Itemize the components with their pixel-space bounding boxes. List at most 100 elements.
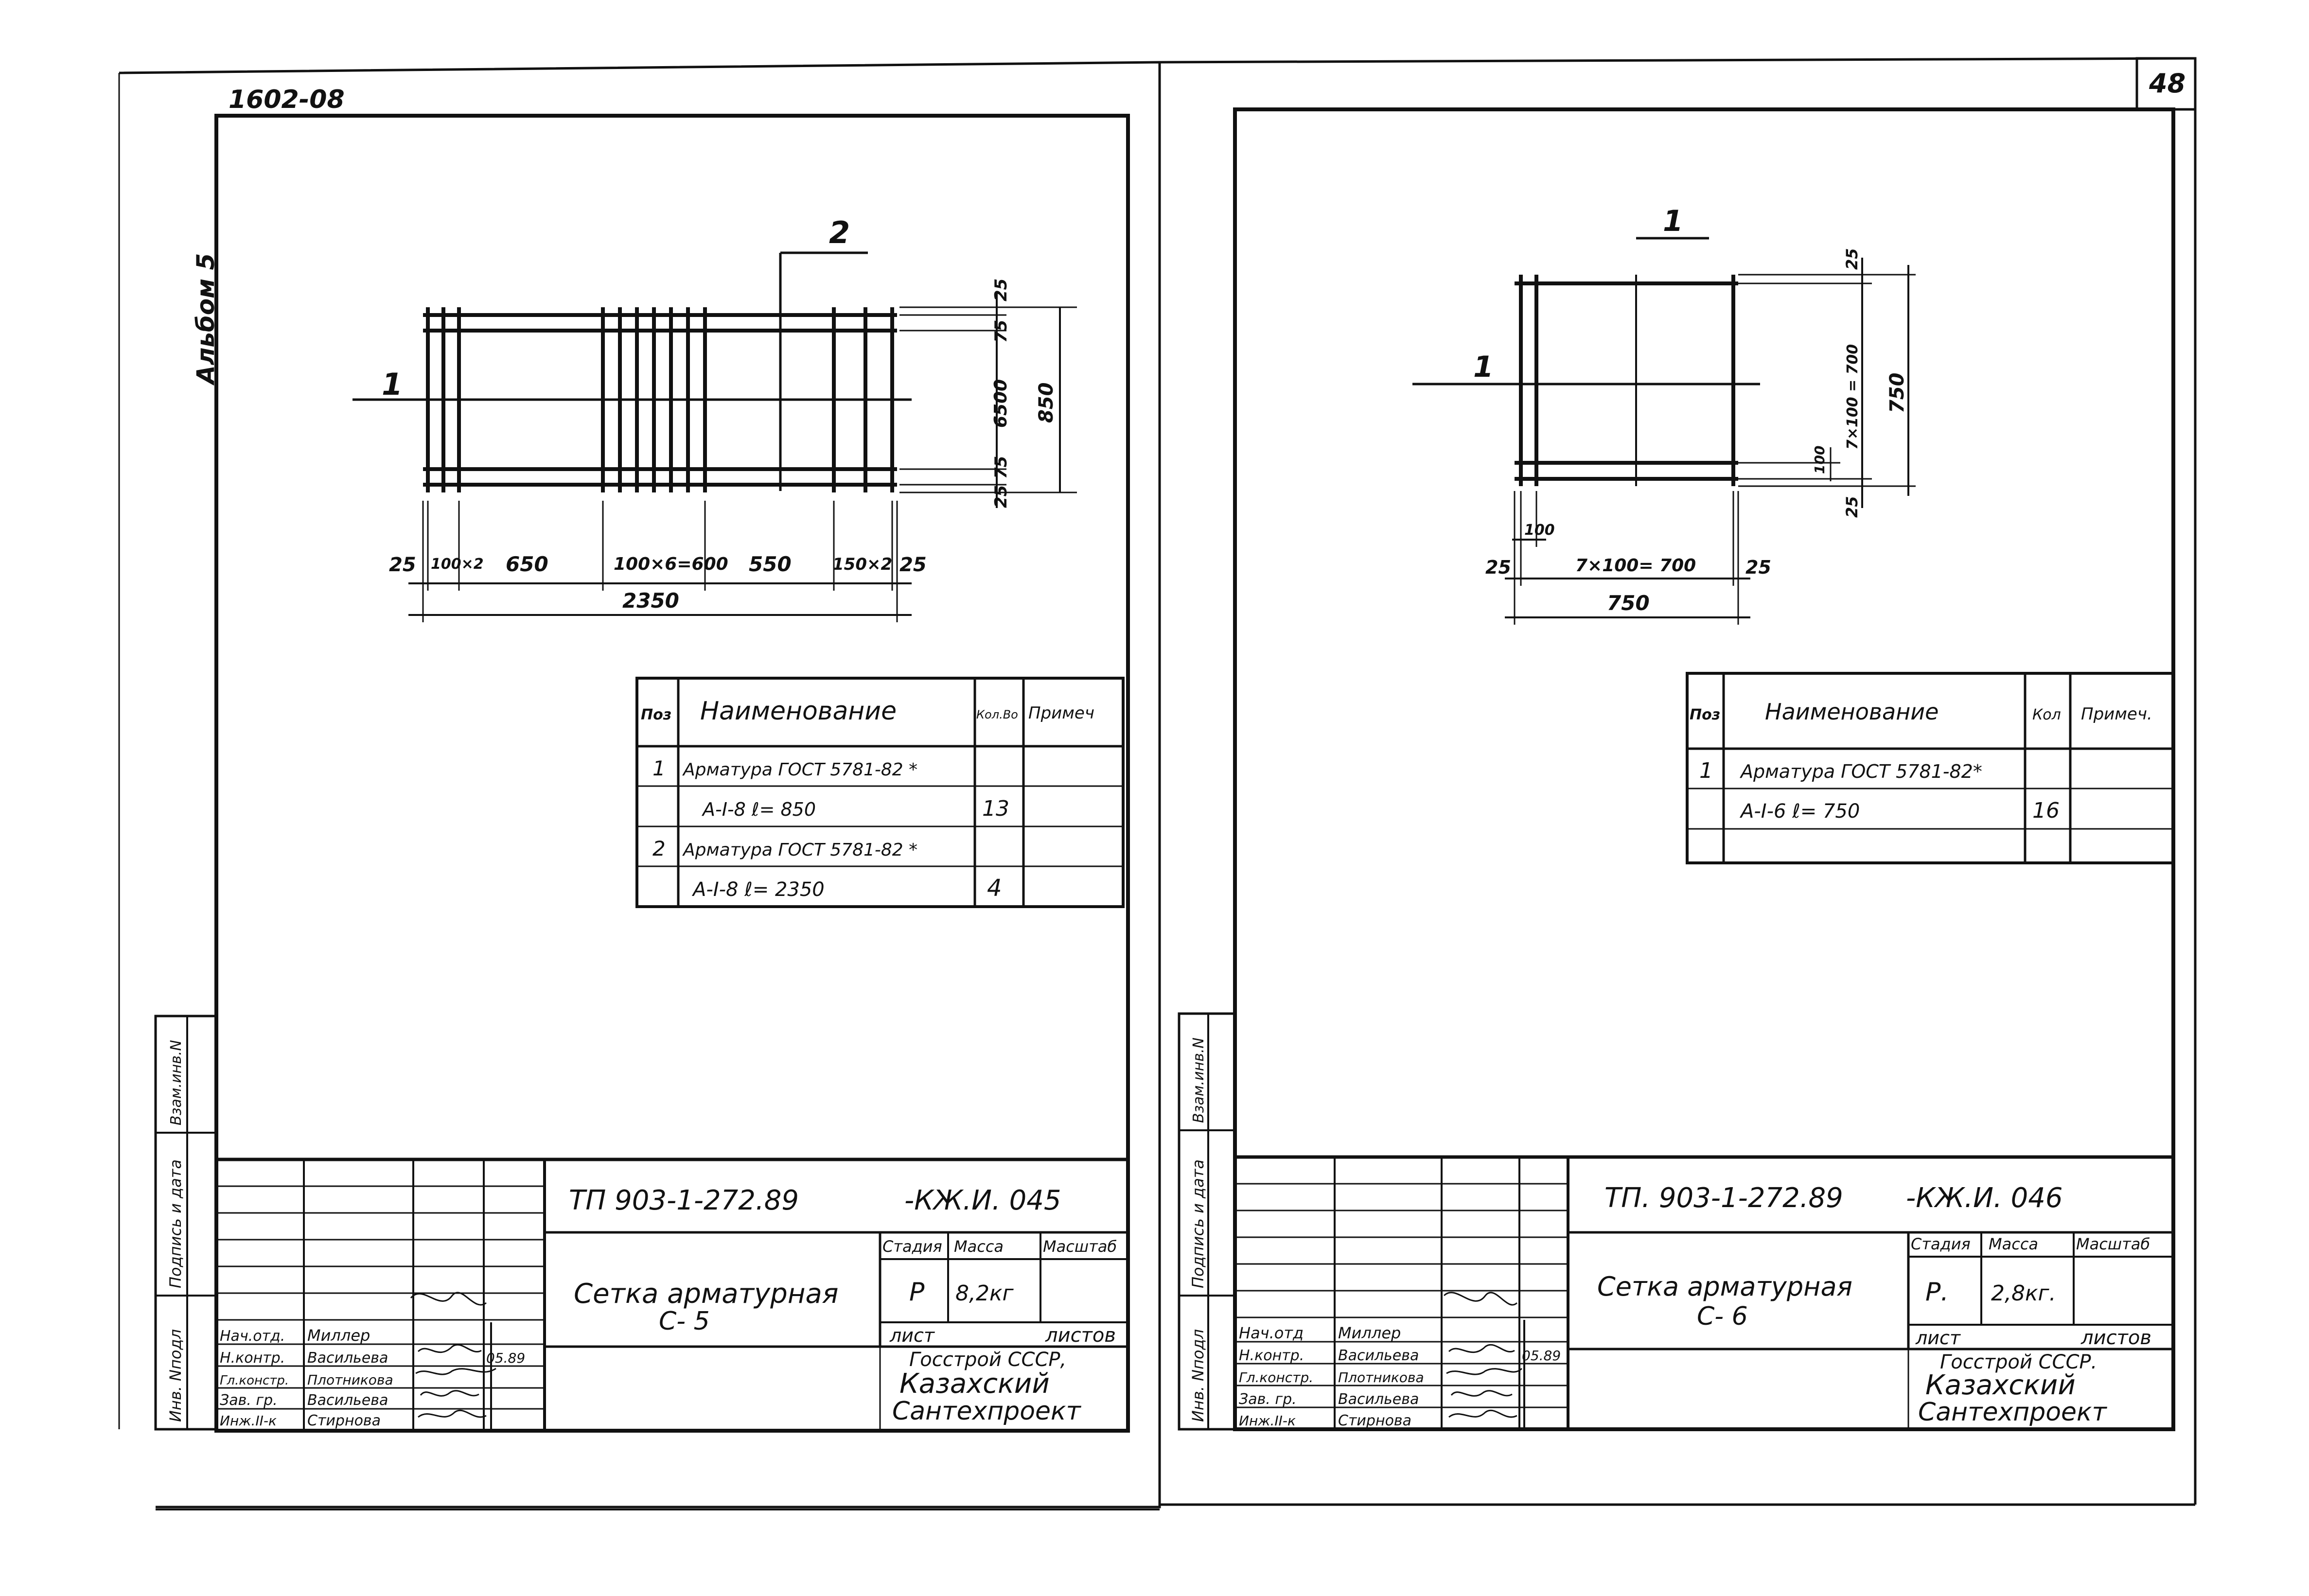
album-label: Альбом 5 xyxy=(192,253,220,386)
side-stamp-sign-r: Подпись и дата xyxy=(1189,1159,1207,1288)
spec-table-c6: Поз Наименование Кол Примеч. 1 Арматура … xyxy=(1686,672,2175,864)
c6-spec-row1-pos: 1 xyxy=(1699,758,1713,783)
c6-dim-r-2: 7×100 = 700 xyxy=(1844,344,1861,450)
c6-spec-row1-name: Арматура ГОСТ 5781-82* xyxy=(1739,761,1982,782)
dim-r-4: 75 xyxy=(991,456,1011,479)
tb-r-role-2: Н.контр. xyxy=(1239,1347,1304,1364)
tb-r-name-1: Миллер xyxy=(1338,1324,1401,1342)
position-1-label: 1 xyxy=(382,367,403,402)
tb-col-mass: Масса xyxy=(954,1237,1004,1256)
spec-row2-qty: 13 xyxy=(982,796,1009,821)
tb-date: 05.89 xyxy=(486,1350,525,1366)
page-number-box xyxy=(2135,57,2197,111)
dim-b-2: 100×2 xyxy=(431,556,484,573)
spec-row1-name: Арматура ГОСТ 5781-82 * xyxy=(682,760,917,780)
spec-row4-qty: 4 xyxy=(987,875,1002,902)
position-2-label: 2 xyxy=(829,215,850,250)
tb-r-code: ТП. 903-1-272.89 xyxy=(1604,1182,1843,1214)
tb-sheets: листов xyxy=(1045,1324,1116,1347)
tb-r-title-2: С- 6 xyxy=(1697,1302,1748,1331)
tb-org-3: Сантехпроект xyxy=(892,1397,1081,1426)
tb-r-role-4: Зав. гр. xyxy=(1239,1391,1297,1408)
c6-dim-r-3: 100 xyxy=(1812,446,1828,474)
mesh-c6-drawing: 1 1 25 7×100 = 700 100 25 750 xyxy=(1412,204,1916,625)
side-stamp-left: Инв. Nподл Подпись и дата Взам.инв.N xyxy=(154,1015,218,1431)
c6-dim-b-total: 750 xyxy=(1607,591,1650,615)
tb-name-4: Васильева xyxy=(307,1392,388,1409)
tb-col-stage: Стадия xyxy=(882,1237,942,1256)
tb-stage: Р xyxy=(909,1278,925,1307)
c6-dim-r-4: 25 xyxy=(1843,496,1861,518)
dim-r-2: 75 xyxy=(991,320,1011,343)
signatures-right xyxy=(1443,1292,1523,1418)
title-block-left: Нач.отд. Миллер Н.контр. Васильева Гл.ко… xyxy=(216,1158,1128,1429)
mesh-c5-drawing: 1 2 25 75 6500 75 25 850 xyxy=(353,215,1077,622)
side-stamp-replace-r: Взам.инв.N xyxy=(1190,1037,1207,1123)
c6-right-dimensions: 25 7×100 = 700 100 25 750 xyxy=(1738,248,1916,518)
tb-r-name-4: Васильева xyxy=(1338,1391,1419,1408)
spec-header-pos: Поз xyxy=(641,706,671,723)
side-stamp-sign: Подпись и дата xyxy=(166,1159,185,1288)
dim-b-7: 25 xyxy=(899,554,927,576)
spec-header-qty: Кол.Во xyxy=(976,708,1018,721)
tb-name-2: Васильева xyxy=(307,1350,388,1367)
tb-org-2: Казахский xyxy=(899,1368,1050,1400)
side-stamp-replace: Взам.инв.N xyxy=(168,1040,185,1125)
dim-b-4: 100×6=600 xyxy=(614,554,728,574)
tb-suffix: -КЖ.И. 045 xyxy=(904,1185,1061,1216)
dim-b-3: 650 xyxy=(506,552,548,576)
spec-table-c5: Поз Наименование Кол.Во Примеч 1 Арматур… xyxy=(635,677,1125,908)
tb-r-date: 05.89 xyxy=(1522,1348,1561,1364)
tb-role-4: Зав. гр. xyxy=(220,1392,278,1409)
longitudinal-bars xyxy=(423,313,897,487)
c6-dim-b-3: 7×100= 700 xyxy=(1575,556,1696,576)
dim-b-5: 550 xyxy=(749,552,792,576)
tb-role-2: Н.контр. xyxy=(220,1350,285,1367)
spec-header-name: Наименование xyxy=(700,697,897,726)
tb-r-stage: Р. xyxy=(1925,1278,1949,1307)
c6-position-left: 1 xyxy=(1473,350,1494,384)
c6-dim-r-total: 750 xyxy=(1886,373,1908,414)
tb-title-2: С- 5 xyxy=(659,1307,710,1336)
c6-spec-header-qty: Кол xyxy=(2032,706,2061,723)
tb-r-role-5: Инж.II-к xyxy=(1239,1413,1296,1429)
tb-r-mass: 2,8кг. xyxy=(1991,1281,2056,1306)
tb-name-1: Миллер xyxy=(307,1326,370,1345)
cross-bars xyxy=(1519,275,1735,486)
bottom-dimensions: 25 100×2 650 100×6=600 550 150×2 25 2350 xyxy=(389,501,927,622)
dim-r-5: 25 xyxy=(991,485,1011,508)
right-sheet: 48 1 1 xyxy=(1178,57,2197,1431)
tb-r-name-5: Стирнова xyxy=(1338,1412,1411,1429)
c6-spec-row2-name: А-I-6 ℓ= 750 xyxy=(1739,800,1860,823)
tb-name-5: Стирнова xyxy=(307,1412,381,1429)
c6-dim-r-1: 25 xyxy=(1843,248,1861,270)
c6-spec-row2-qty: 16 xyxy=(2032,798,2060,823)
spec-row1-pos: 1 xyxy=(652,756,666,780)
tb-mass: 8,2кг xyxy=(955,1281,1014,1306)
c6-position-top: 1 xyxy=(1663,204,1683,238)
tb-r-role-3: Гл.констр. xyxy=(1239,1369,1313,1386)
side-stamp-inv-r: Инв. Nподл xyxy=(1189,1329,1207,1422)
tb-r-sheet: лист xyxy=(1915,1327,1961,1349)
c6-spec-header-pos: Поз xyxy=(1690,706,1720,723)
dim-b-1: 25 xyxy=(389,554,416,576)
dim-r-3: 6500 xyxy=(991,379,1011,428)
c6-spec-header-note: Примеч. xyxy=(2081,704,2152,724)
side-stamp-inv: Инв. Nподл xyxy=(166,1329,185,1422)
tb-r-org-2: Казахский xyxy=(1925,1369,2076,1401)
tb-role-1: Нач.отд. xyxy=(220,1328,285,1345)
c6-bottom-dimensions: 100 25 7×100= 700 25 750 xyxy=(1485,491,1771,625)
dim-r-total: 850 xyxy=(1035,383,1058,423)
tb-sheet: лист xyxy=(889,1325,935,1346)
tb-code: ТП 903-1-272.89 xyxy=(569,1185,799,1216)
tb-org-1: Госстрой СССР, xyxy=(909,1349,1066,1371)
spec-row4-name: А-I-8 ℓ= 2350 xyxy=(691,878,825,901)
tb-r-name-2: Васильева xyxy=(1338,1347,1419,1364)
dim-r-1: 25 xyxy=(991,279,1011,301)
c6-spec-header-name: Наименование xyxy=(1765,699,1939,725)
tb-r-name-3: Плотникова xyxy=(1338,1369,1424,1386)
tb-r-title-1: Сетка арматурная xyxy=(1597,1271,1852,1302)
tb-r-col-scale: Масштаб xyxy=(2076,1235,2150,1253)
tb-r-sheets: листов xyxy=(2080,1327,2151,1349)
tb-role-3: Гл.констр. xyxy=(220,1373,289,1388)
